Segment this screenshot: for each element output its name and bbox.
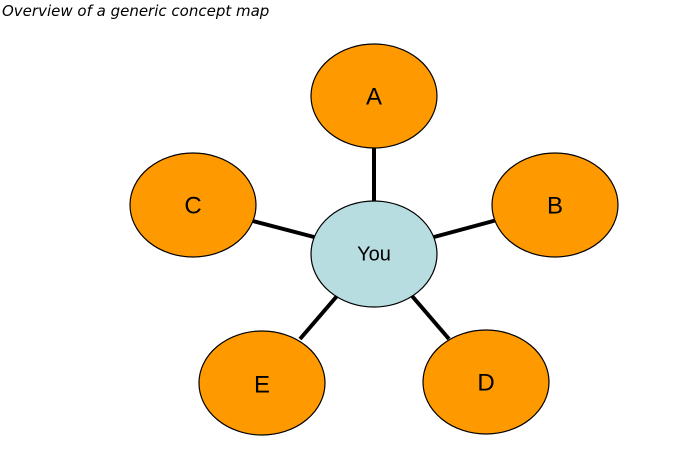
connector-you-b: [433, 218, 498, 239]
concept-node-c-label: C: [184, 192, 201, 219]
concept-node-b-label: B: [547, 192, 563, 219]
concept-node-e: E: [198, 330, 326, 436]
diagram-title: Overview of a generic concept map: [2, 2, 270, 20]
center-node-you: You: [310, 200, 438, 308]
connector-you-e: [298, 294, 339, 341]
concept-node-d-label: D: [477, 369, 494, 396]
connector-you-c: [252, 219, 315, 239]
concept-node-b: B: [491, 152, 619, 258]
center-node-label: You: [357, 243, 391, 265]
concept-node-a-label: A: [366, 83, 382, 110]
connector-you-d: [410, 294, 451, 341]
concept-node-c: C: [129, 152, 257, 258]
connectors: [252, 147, 498, 341]
concept-node-a: A: [310, 43, 438, 149]
concept-node-d: D: [422, 329, 550, 435]
concept-node-e-label: E: [254, 371, 270, 398]
